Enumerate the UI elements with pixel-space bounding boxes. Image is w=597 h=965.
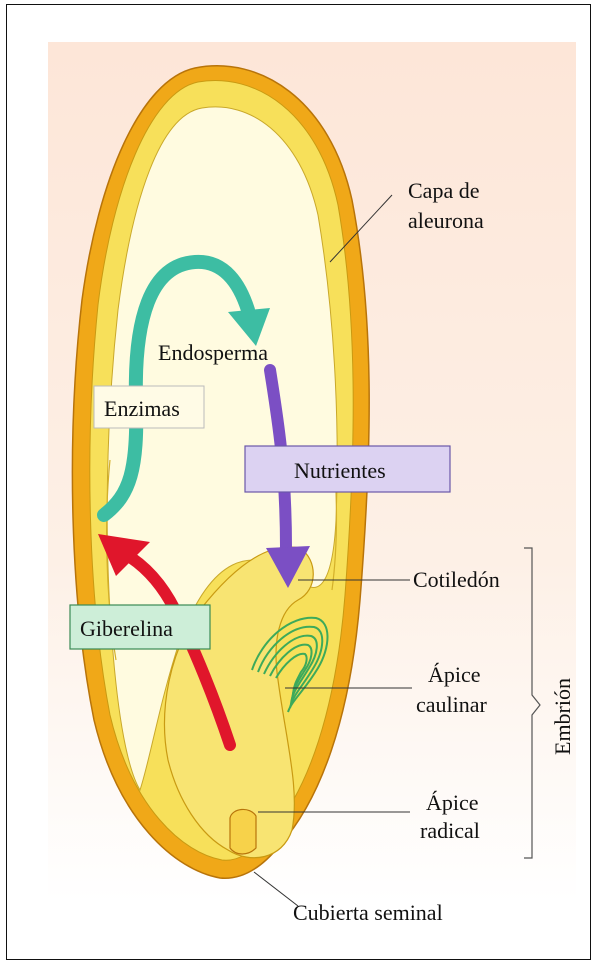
embrion-label: Embrión [550,678,575,755]
enzimas-label: Enzimas [104,396,180,421]
nutrientes-label: Nutrientes [294,458,386,483]
cotiledon-label: Cotiledón [413,567,500,592]
apice-caulinar-line1: Ápice [428,662,481,687]
apice-radical-line1: Ápice [426,790,479,815]
radicle [230,809,256,854]
capa-label-line1: Capa de [408,178,479,203]
giberelina-label: Giberelina [80,616,173,641]
apice-caulinar-line2: caulinar [416,692,488,717]
apice-radical-line2: radical [420,818,480,843]
endosperma-label: Endosperma [158,340,268,365]
capa-label-line2: aleurona [408,208,484,233]
cubierta-label: Cubierta seminal [293,900,443,925]
